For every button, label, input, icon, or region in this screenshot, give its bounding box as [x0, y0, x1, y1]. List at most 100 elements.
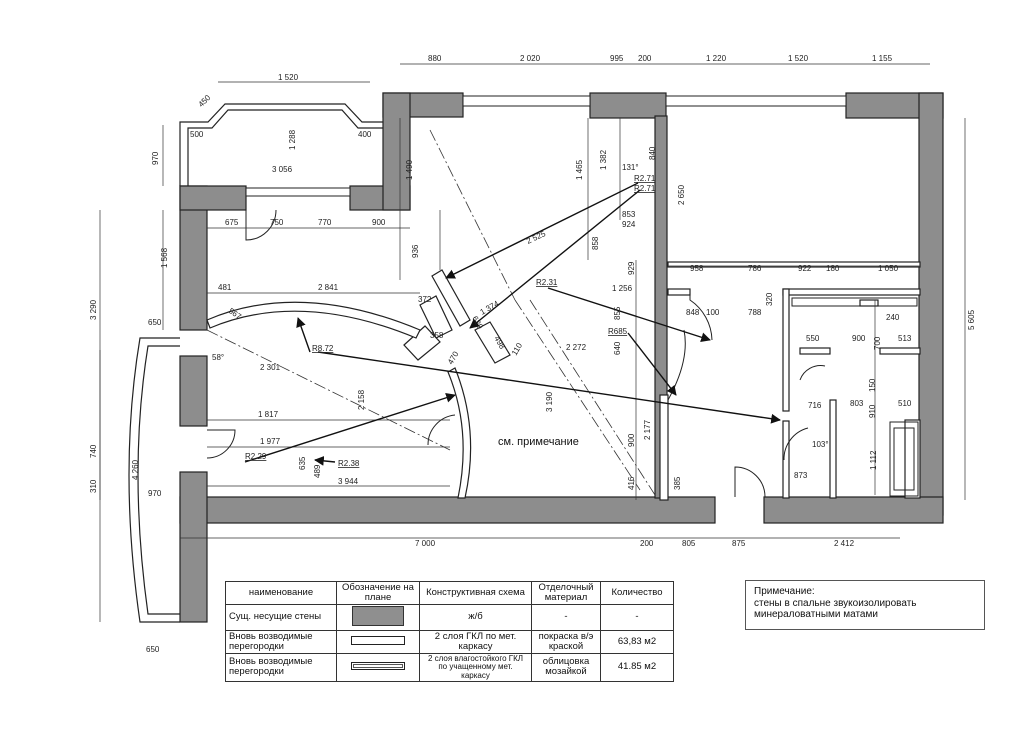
- bath-fixtures: [791, 297, 919, 497]
- radius-r2-38: R2.38: [338, 459, 360, 468]
- dim-1382: 1 382: [599, 149, 608, 170]
- dim-320: 320: [765, 292, 774, 306]
- dim-room-750: 750: [270, 218, 284, 227]
- dim-left-970: 970: [151, 151, 160, 165]
- dim-bay-3056: 3 056: [272, 165, 293, 174]
- angle-103: 103°: [812, 440, 829, 449]
- legend-row-material: -: [531, 603, 601, 631]
- dim-803: 803: [850, 399, 864, 408]
- dim-855: 855: [613, 306, 622, 320]
- dim-top-1520: 1 520: [788, 54, 809, 63]
- wall-swatch-icon: [352, 605, 404, 626]
- dim-bay-left: 500: [190, 130, 204, 139]
- dim-top-995: 995: [610, 54, 624, 63]
- dim-240: 240: [886, 313, 900, 322]
- legend-row-name: Вновь возводимые перегородки: [225, 629, 337, 654]
- dim-958: 958: [690, 264, 704, 273]
- legend-header-symbol: Обозначение на плане: [336, 581, 420, 605]
- partition-swatch-icon: [351, 635, 405, 645]
- legend-row: Сущ. несущие стены ж/б - -: [225, 603, 674, 631]
- dim-900b: 900: [852, 334, 866, 343]
- radius-arrows: [244, 182, 781, 466]
- dim-2158: 2 158: [357, 389, 366, 410]
- windows: [245, 95, 847, 197]
- dim-550: 550: [806, 334, 820, 343]
- dim-700: 700: [873, 336, 882, 350]
- dim-1112: 1 112: [869, 450, 878, 470]
- legend-row-scheme: ж/б: [419, 603, 532, 631]
- legend-header-qty: Количество: [600, 581, 674, 605]
- dim-top-1220: 1 220: [706, 54, 727, 63]
- legend-row: Вновь возводимые перегородки 2 слоя влаг…: [225, 652, 674, 683]
- dim-2525: 2 525: [525, 229, 547, 246]
- angle-58: 58°: [212, 353, 224, 362]
- legend-header-material: Отделочный материал: [531, 581, 601, 605]
- dim-1817: 1 817: [258, 410, 279, 419]
- radius-r2-71-b: R2.71: [634, 184, 656, 193]
- radius-labels: R2.71 R2.71 R2.31 R685 R8.72 R2.29 R2.38: [245, 174, 656, 468]
- dim-635: 635: [298, 456, 307, 470]
- legend-row-material: покраска в/э краской: [531, 629, 601, 654]
- legend-row-material: облицовка мозайкой: [531, 652, 601, 683]
- moisture-partition-swatch-icon: [351, 661, 405, 670]
- dim-left-740: 740: [89, 444, 98, 458]
- dim-left-310: 310: [89, 479, 98, 493]
- dim-bay-left-side: 450: [197, 93, 213, 109]
- dim-510: 510: [898, 399, 912, 408]
- dim-bottom-2412: 2 412: [834, 539, 855, 548]
- dim-372: 372: [418, 295, 432, 304]
- dim-room-675: 675: [225, 218, 239, 227]
- radius-r2-29: R2.29: [245, 452, 267, 461]
- dimension-labels: 880 2 020 995 200 1 220 1 520 1 155 1 52…: [89, 54, 976, 654]
- dim-858: 858: [591, 236, 600, 250]
- dim-922: 922: [798, 264, 812, 273]
- dim-bay-depth: 1 288: [288, 129, 297, 150]
- dim-bottom-875: 875: [732, 539, 746, 548]
- dim-489: 489: [313, 464, 322, 478]
- dim-2177: 2 177: [643, 419, 652, 440]
- legend-row-name: Сущ. несущие стены: [225, 603, 337, 631]
- dim-top-2020: 2 020: [520, 54, 541, 63]
- dim-900: 900: [627, 433, 636, 447]
- dim-top-200: 200: [638, 54, 652, 63]
- note-title: Примечание:: [754, 586, 815, 597]
- dim-2841: 2 841: [318, 283, 339, 292]
- radius-r685: R685: [608, 327, 628, 336]
- dimension-lines: [99, 63, 966, 622]
- note-line: минераловатными матами: [754, 609, 878, 620]
- dim-bottom-200: 200: [640, 539, 654, 548]
- dim-936: 936: [411, 244, 420, 258]
- dim-716: 716: [808, 401, 822, 410]
- dim-bottom-970: 970: [148, 489, 162, 498]
- dim-left-1568: 1 568: [160, 247, 169, 268]
- legend-row-qty: -: [600, 603, 674, 631]
- legend-row: Вновь возводимые перегородки 2 слоя ГКЛ …: [225, 629, 674, 654]
- legend-row-scheme: 2 слоя влагостойкого ГКЛ по учащенному м…: [419, 652, 532, 683]
- dim-470: 470: [446, 349, 461, 366]
- dim-929: 929: [627, 261, 636, 275]
- dim-358: 358: [430, 331, 444, 340]
- legend-row-qty: 63,83 м2: [600, 629, 674, 654]
- note-line: стены в спальне звукоизолировать: [754, 597, 917, 609]
- dim-910: 910: [868, 404, 877, 418]
- dim-left-650: 650: [148, 318, 162, 327]
- dim-2272: 2 272: [566, 343, 587, 352]
- dim-180: 180: [826, 264, 840, 273]
- dim-1465: 1 465: [575, 159, 584, 180]
- radius-r2-31: R2.31: [536, 278, 558, 287]
- dim-513: 513: [898, 334, 912, 343]
- legend-row-name: Вновь возводимые перегородки: [225, 652, 337, 683]
- dim-bottom-7000: 7 000: [415, 539, 436, 548]
- dim-1374: 1 374: [479, 299, 501, 317]
- dim-640: 640: [613, 341, 622, 355]
- dim-bottom-650: 650: [146, 645, 160, 654]
- dim-848: 848: [686, 308, 700, 317]
- note-box: Примечание: стены в спальне звукоизолиро…: [745, 580, 985, 630]
- dim-840: 840: [648, 146, 657, 160]
- dim-853: 853: [622, 210, 636, 219]
- legend-table: наименование Обозначение на плане Констр…: [225, 581, 674, 683]
- dim-788: 788: [748, 308, 762, 317]
- balcony: [128, 337, 180, 623]
- legend-header-scheme: Конструктивная схема: [419, 581, 532, 605]
